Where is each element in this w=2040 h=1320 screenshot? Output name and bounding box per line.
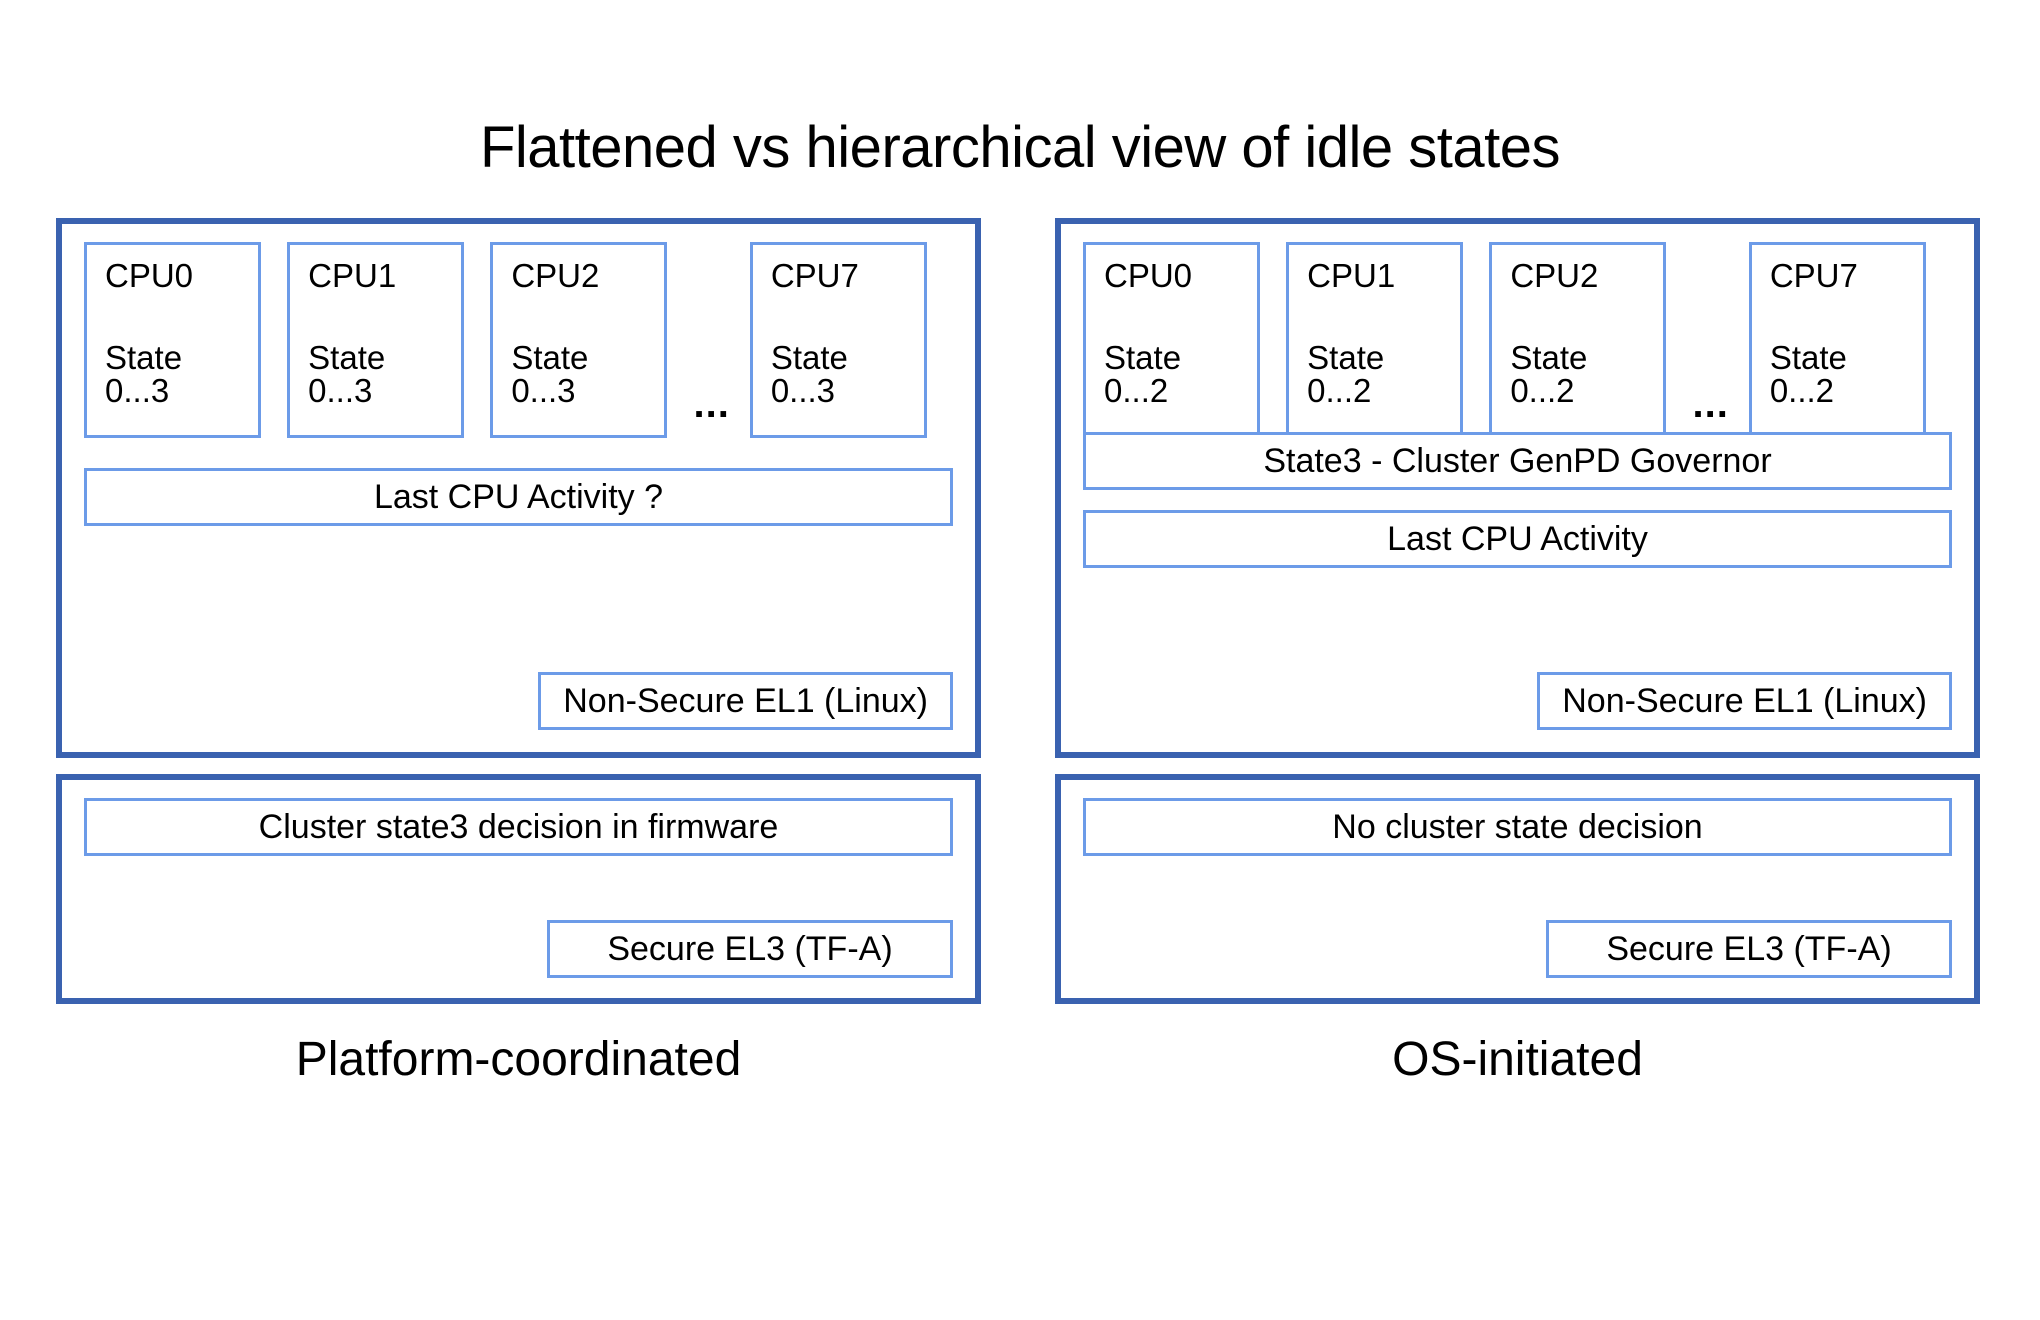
os-panel-platform-coordinated: CPU0 State 0...3 CPU1 State 0...3 CPU2 S… [56, 218, 981, 758]
cpu-state-label: State [105, 338, 183, 376]
cpu-box-cpu7: CPU7 State 0...3 [749, 242, 927, 438]
cpu-box-cpu1: CPU1 State 0...2 [1286, 242, 1464, 438]
exception-level-tag-el3: Secure EL3 (TF-A) [1546, 920, 1952, 978]
cpu-label: CPU7 [1769, 257, 1858, 294]
cpu-box-cpu2: CPU2 State 0...3 [490, 242, 668, 438]
cpu-label: CPU2 [1510, 257, 1599, 294]
cpu-state-range: 0...2 [1769, 372, 1835, 410]
cpu-row: CPU0 State 0...3 CPU1 State 0...3 CPU2 S… [84, 242, 953, 438]
cpu-label: CPU1 [1307, 257, 1396, 294]
cpu-state-label: State [1307, 338, 1385, 376]
cpu-state-label: State [511, 338, 589, 376]
cpu-label: CPU1 [308, 257, 397, 294]
last-cpu-activity-bar: Last CPU Activity ? [84, 468, 953, 526]
caption-platform-coordinated: Platform-coordinated [295, 1033, 742, 1086]
os-panel-os-initiated: CPU0 State 0...2 CPU1 State 0...2 CPU2 S… [1055, 218, 1980, 758]
cpu-state-label: State [770, 338, 848, 376]
cpu-state-label: State [308, 338, 386, 376]
last-cpu-activity-bar: Last CPU Activity [1083, 510, 1952, 568]
page-title: Flattened vs hierarchical view of idle s… [479, 115, 1561, 180]
cpu-state-range: 0...2 [1307, 372, 1372, 410]
cpu-box-cpu1: CPU1 State 0...3 [287, 242, 465, 438]
cpu-box-cpu2: CPU2 State 0...2 [1489, 242, 1667, 438]
cpu-state-range: 0...3 [511, 372, 576, 410]
cpu-box-cpu7: CPU7 State 0...2 [1748, 242, 1926, 438]
cpu-row: CPU0 State 0...2 CPU1 State 0...2 CPU2 S… [1083, 242, 1952, 438]
cpu-box-cpu0: CPU0 State 0...2 [1083, 242, 1261, 438]
cpu-box-cpu0: CPU0 State 0...3 [84, 242, 262, 438]
exception-level-tag-el1: Non-Secure EL1 (Linux) [538, 672, 953, 730]
caption-os-initiated: OS-initiated [1392, 1033, 1643, 1086]
cpu-label: CPU7 [770, 257, 859, 294]
cpu-label: CPU0 [105, 257, 194, 294]
cpu-state-label: State [1510, 338, 1588, 376]
column-os-initiated: CPU0 State 0...2 CPU1 State 0...2 CPU2 S… [1055, 218, 1980, 1004]
cpu-state-range: 0...3 [770, 372, 836, 410]
cluster-state-decision-bar: Cluster state3 decision in firmware [84, 798, 953, 856]
cpu-ellipsis: ... [1692, 382, 1729, 426]
exception-level-tag-el1: Non-Secure EL1 (Linux) [1537, 672, 1952, 730]
firmware-panel-platform-coordinated: Cluster state3 decision in firmware Secu… [56, 774, 981, 1004]
cpu-state-range: 0...3 [105, 372, 170, 410]
cpu-ellipsis: ... [693, 382, 730, 426]
cpu-label: CPU2 [511, 257, 600, 294]
column-platform-coordinated: CPU0 State 0...3 CPU1 State 0...3 CPU2 S… [56, 218, 981, 1004]
cluster-state-decision-bar: No cluster state decision [1083, 798, 1952, 856]
firmware-panel-os-initiated: No cluster state decision Secure EL3 (TF… [1055, 774, 1980, 1004]
cpu-state-range: 0...2 [1104, 372, 1169, 410]
cpu-state-range: 0...2 [1510, 372, 1575, 410]
cpu-label: CPU0 [1104, 257, 1193, 294]
cluster-genpd-governor-bar: State3 - Cluster GenPD Governor [1083, 432, 1952, 490]
exception-level-tag-el3: Secure EL3 (TF-A) [547, 920, 953, 978]
cpu-state-label: State [1769, 338, 1847, 376]
cpu-state-label: State [1104, 338, 1182, 376]
cpu-state-range: 0...3 [308, 372, 373, 410]
